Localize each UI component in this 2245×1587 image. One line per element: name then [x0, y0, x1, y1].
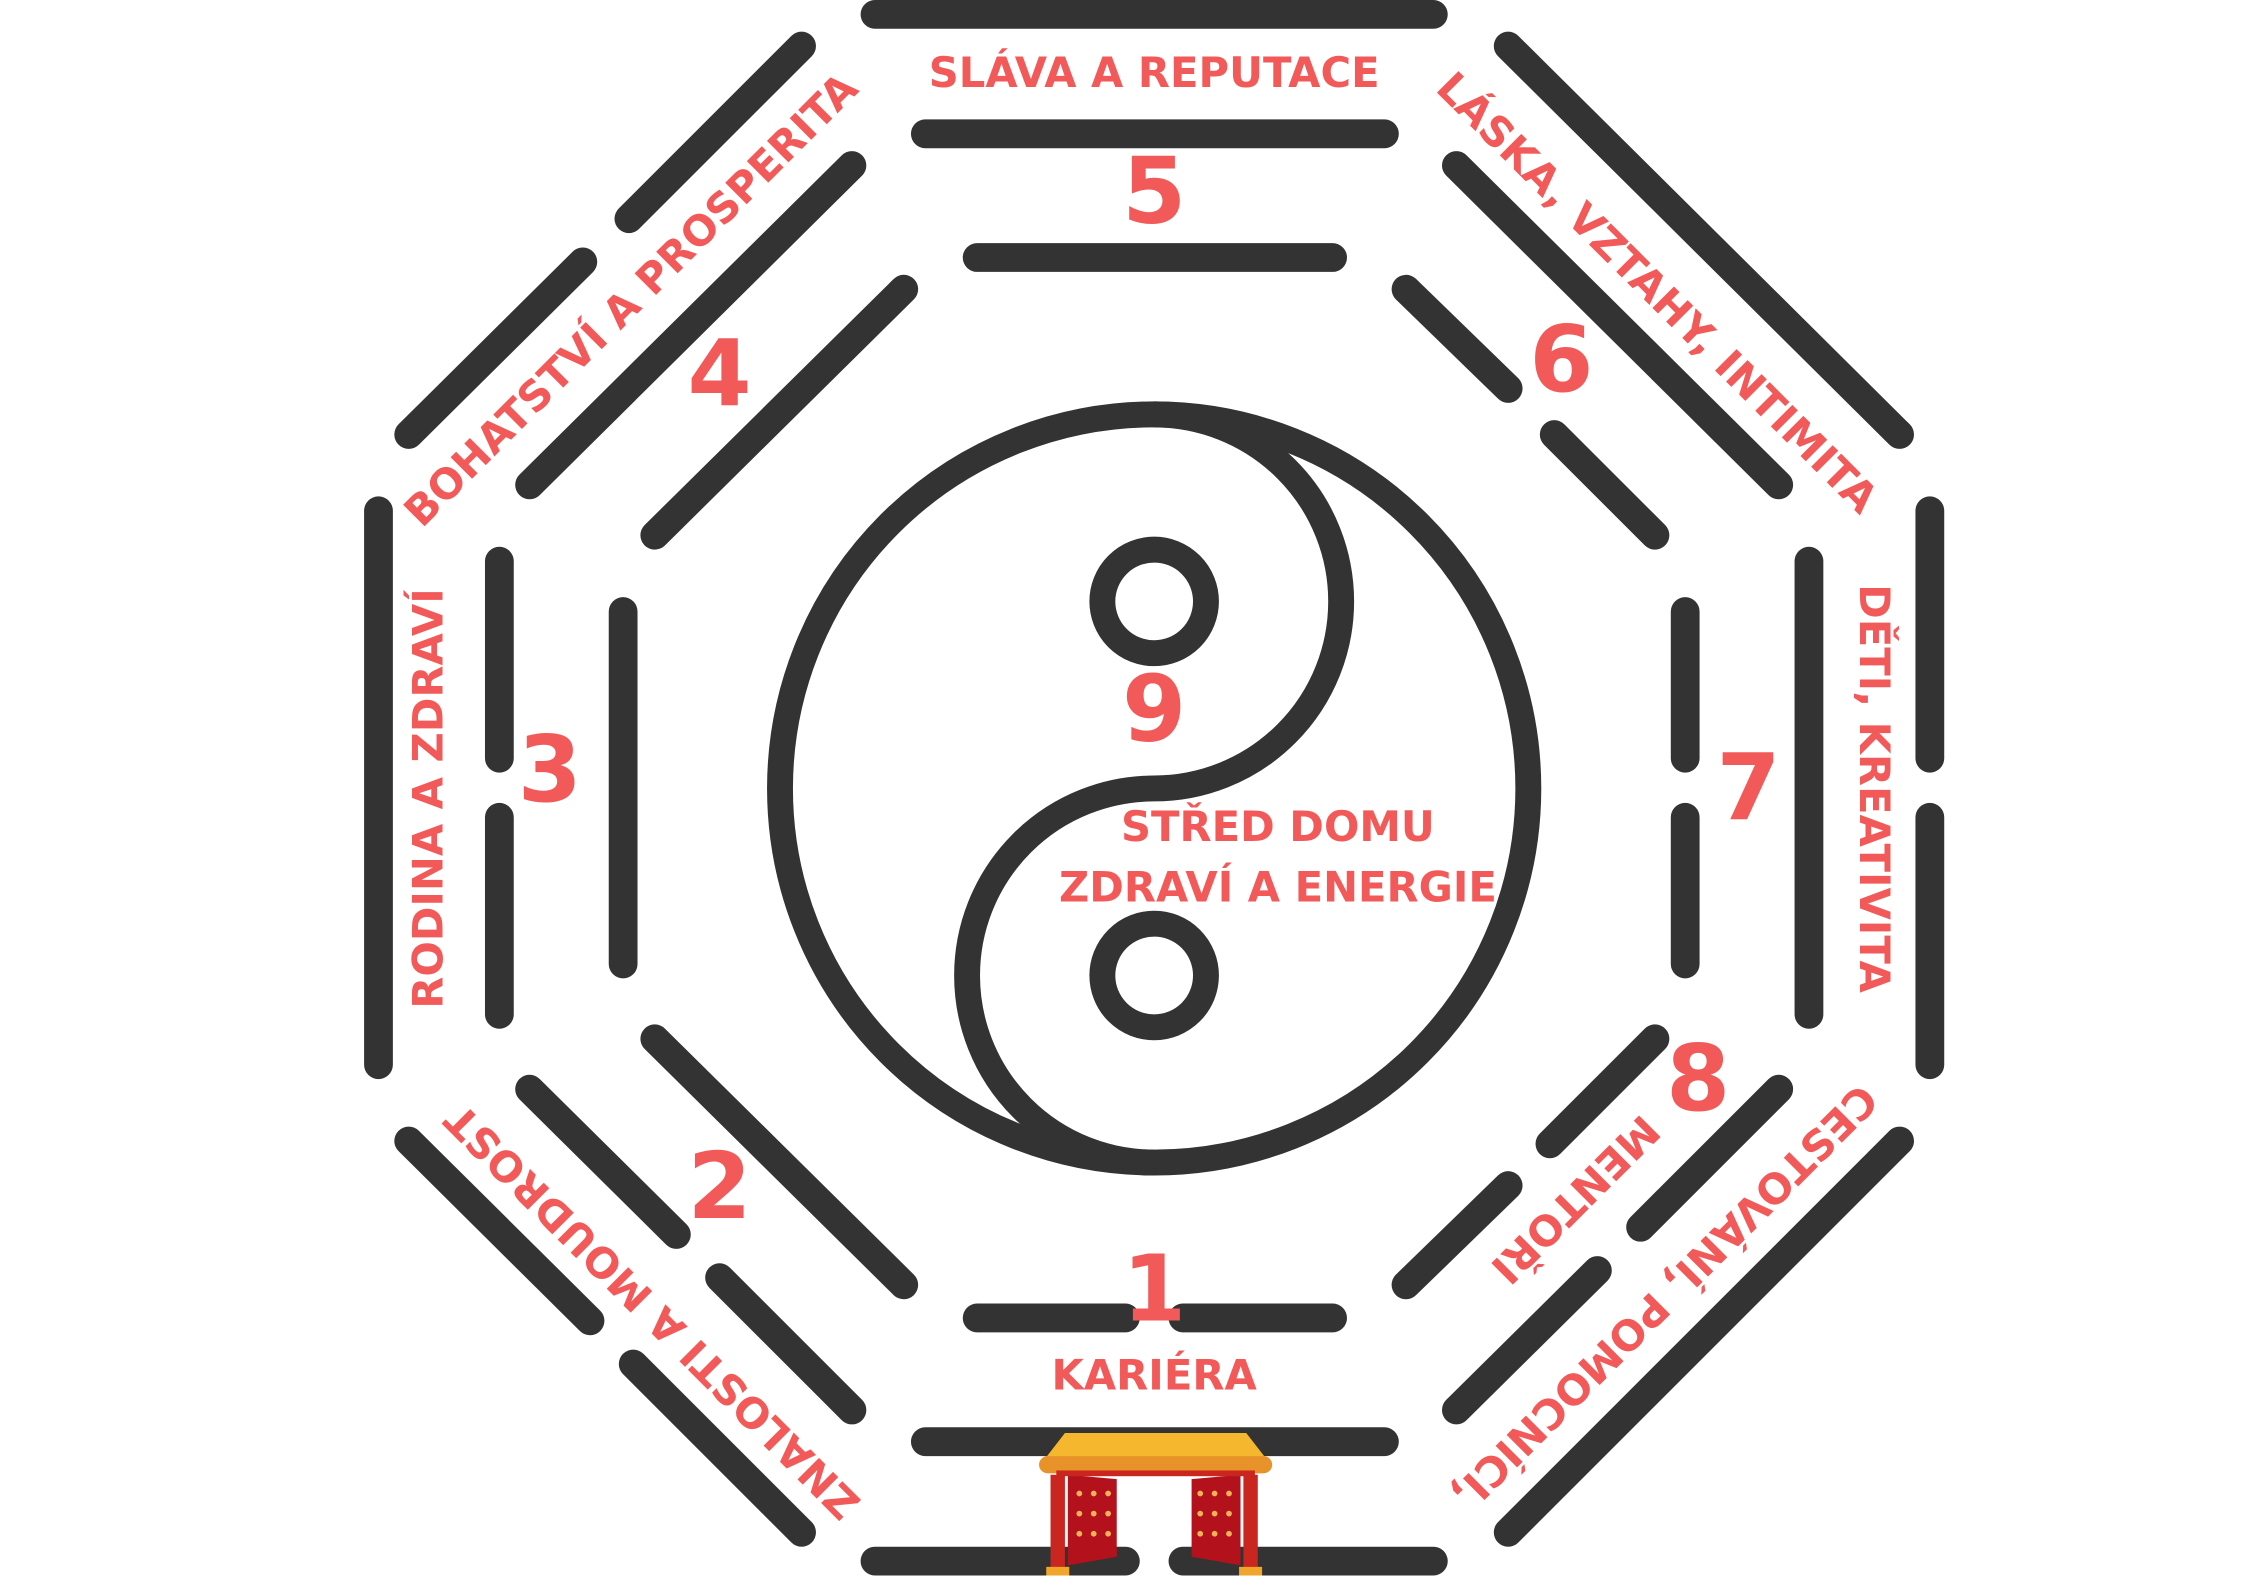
label-love: LÁSKA, VZTAHY, INTIMITA: [1427, 62, 1888, 523]
number-love: 6: [1529, 306, 1593, 413]
label-knowledge: ZNALOSTI A MOUDROST: [435, 1094, 870, 1528]
label-career: KARIÉRA: [1052, 1350, 1258, 1399]
label-children: DĚTI, KREATIVITA: [1850, 584, 1899, 993]
yin-yang-icon: [767, 401, 1542, 1176]
label-family: RODINA A ZDRAVÍ: [404, 588, 453, 1009]
trigram-love: [1391, 31, 1915, 550]
number-children: 7: [1716, 735, 1780, 842]
label-wealth: BOHATSTVÍ A PROSPERITA: [394, 63, 867, 536]
label-center-1: STŘED DOMU: [1121, 802, 1435, 851]
trigram-wealth: [394, 31, 919, 550]
label-fame: SLÁVA A REPUTACE: [929, 48, 1380, 97]
number-fame: 5: [1122, 138, 1186, 245]
trigram-family: [364, 496, 638, 1080]
number-center: 9: [1122, 655, 1186, 762]
trigram-fame: [860, 0, 1448, 272]
number-knowledge: 2: [688, 1133, 752, 1240]
label-center-2: ZDRAVÍ A ENERGIE: [1059, 863, 1497, 912]
number-wealth: 4: [688, 320, 752, 427]
trigram-knowledge: [394, 1024, 919, 1547]
number-career: 1: [1122, 1235, 1186, 1342]
chinese-gate-icon: [1039, 1433, 1273, 1576]
number-family: 3: [518, 716, 582, 823]
number-travel: 8: [1666, 1025, 1730, 1132]
trigram-travel: [1391, 1024, 1915, 1547]
trigram-children: [1670, 496, 1945, 1080]
